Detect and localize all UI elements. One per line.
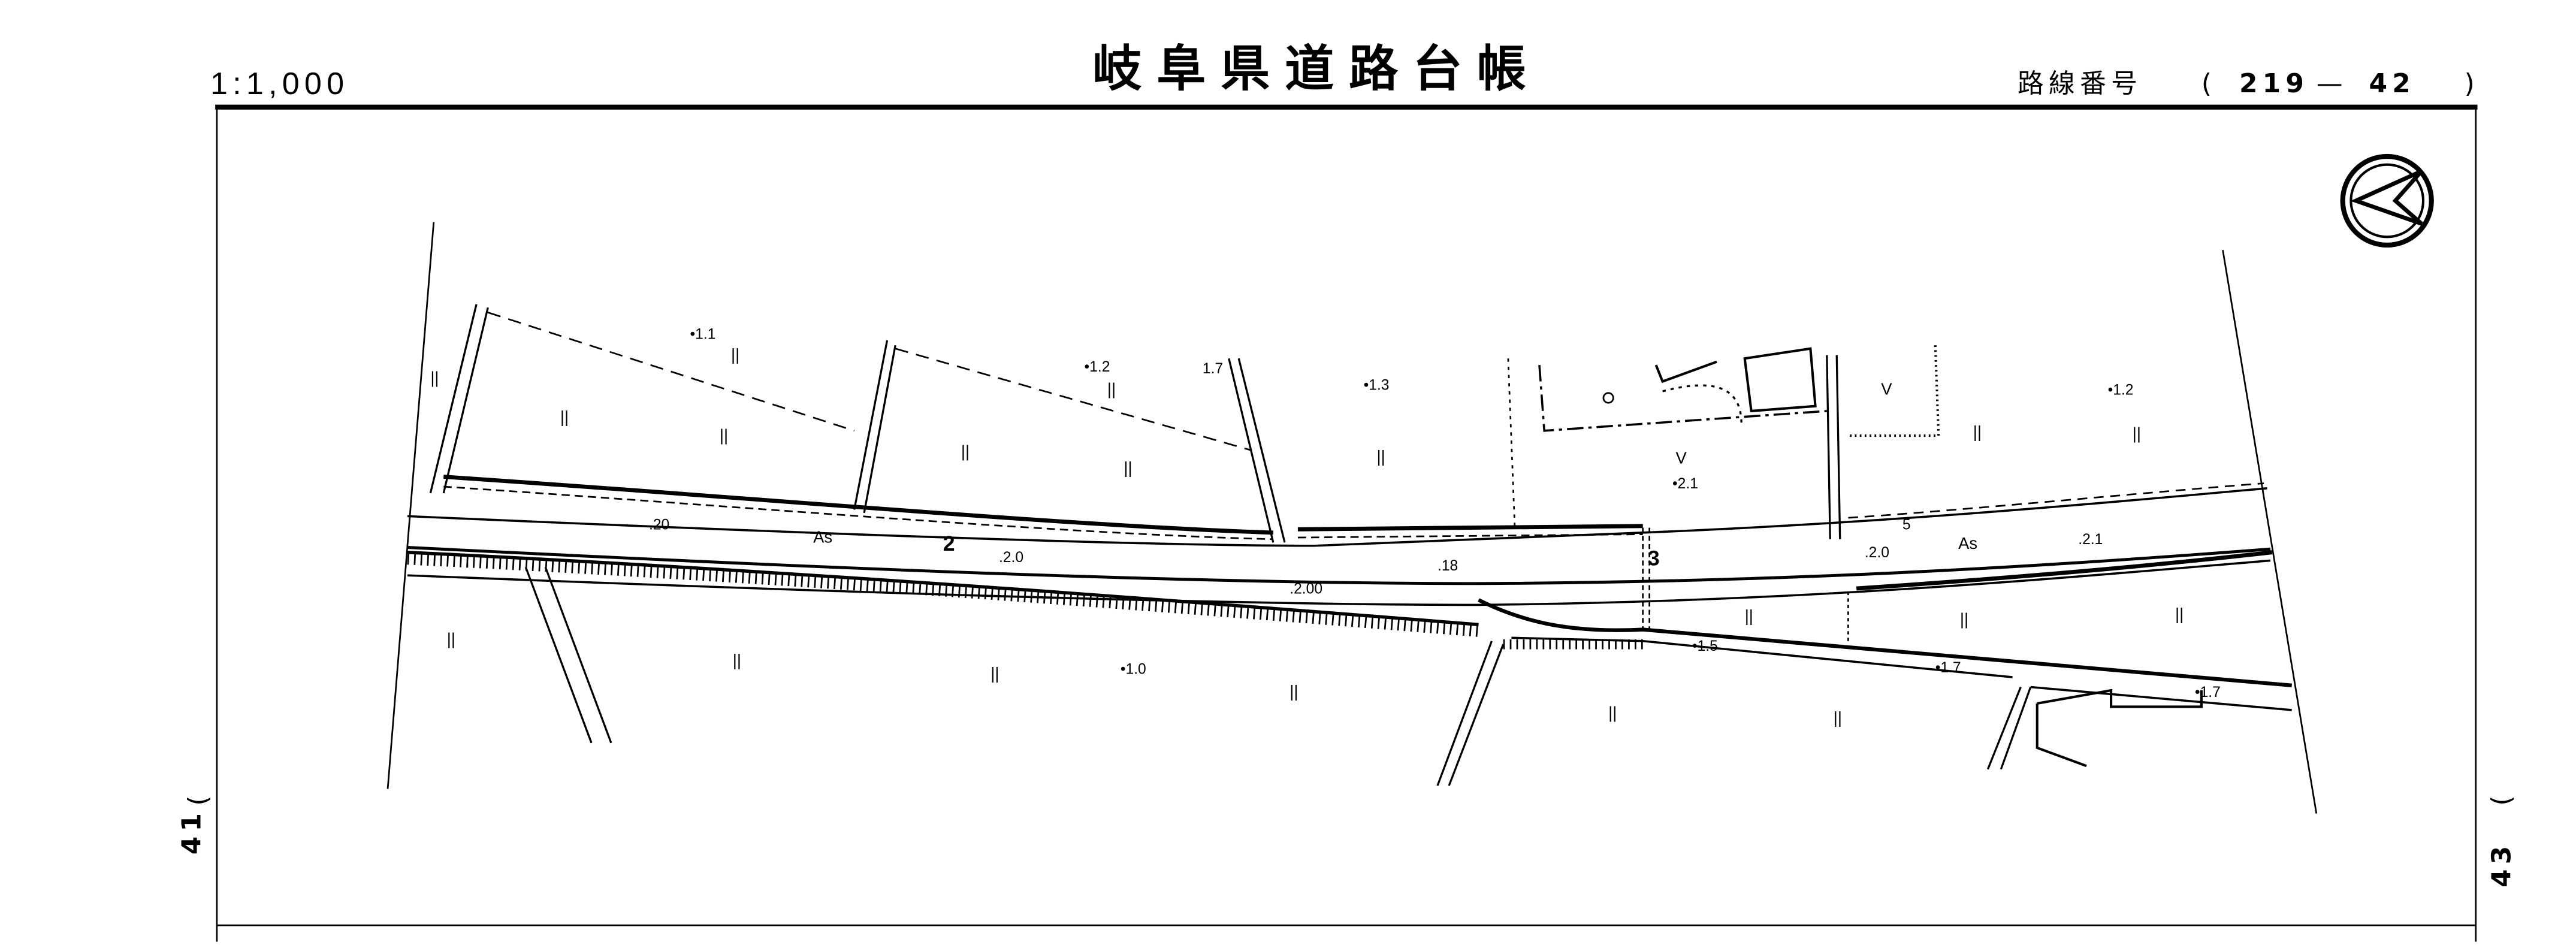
- field-symbol: ||: [1289, 682, 1298, 701]
- page-title: 岐阜県道路台帳: [1092, 41, 1541, 98]
- field-symbol: ||: [1377, 447, 1385, 466]
- boundary-lines: [386, 222, 2318, 814]
- elevation-labels: •1.1 •1.2 1.7 •1.3 •1.2 •2.1 .20 .2.0 .1…: [649, 326, 2221, 701]
- field-symbol: ||: [447, 629, 455, 648]
- field-symbol: ||: [1973, 422, 1982, 441]
- map-frame: [215, 104, 2478, 942]
- route-sheet-value: 42: [2369, 68, 2416, 99]
- elevation-label: 1.7: [1203, 361, 1223, 377]
- elevation-label: •1.2: [1085, 359, 1110, 375]
- field-symbol: ||: [1834, 708, 1842, 727]
- elevation-label: •1.0: [1121, 662, 1146, 678]
- field-symbol: ||: [1960, 609, 1968, 628]
- field-symbol: ||: [961, 442, 970, 461]
- field-symbol: ||: [1124, 458, 1132, 477]
- elevation-label: •1.2: [2108, 382, 2134, 398]
- field-symbols: || || || || || || || || || || || || || |…: [430, 345, 2184, 727]
- field-symbol: ||: [1745, 606, 1753, 625]
- field-symbol: ||: [430, 368, 439, 387]
- parcel-dashed-lines: [487, 312, 1252, 452]
- elevation-label: •1.3: [1364, 377, 1390, 393]
- elevation-label: 5: [1902, 517, 1911, 533]
- elevation-label: .2.00: [1289, 581, 1322, 597]
- orchard-symbol: V: [1676, 449, 1687, 467]
- field-symbol: ||: [1608, 704, 1617, 722]
- next-page-ref: 43: [2486, 841, 2517, 888]
- field-symbol: ||: [2133, 424, 2141, 443]
- route-open-paren: (: [2201, 68, 2216, 99]
- road-main: [407, 475, 2292, 768]
- next-page-paren: ): [2487, 795, 2518, 810]
- surface-label: As: [1958, 534, 1977, 552]
- field-symbol: ||: [990, 664, 999, 683]
- surface-label: As: [813, 527, 832, 546]
- field-symbol: ||: [2175, 605, 2184, 623]
- field-symbol: ||: [731, 345, 739, 364]
- elevation-label: •1.5: [1692, 638, 1718, 654]
- field-symbol: ||: [720, 425, 728, 444]
- compass-icon: [2340, 153, 2434, 248]
- prev-page-paren: ): [184, 795, 215, 810]
- field-symbol: ||: [1107, 380, 1116, 398]
- elevation-label: .2.0: [1865, 545, 1889, 561]
- route-dash: —: [2317, 68, 2348, 99]
- elevation-label: •1.7: [1935, 660, 1961, 676]
- route-number-value: 219: [2239, 68, 2309, 99]
- field-symbol: ||: [733, 651, 741, 669]
- building-lot: [1507, 345, 1940, 526]
- route-label: 路線番号: [2018, 68, 2142, 99]
- station-marker-3: 3: [1648, 547, 1660, 570]
- orchard-symbol: V: [1881, 380, 1892, 398]
- elevation-label: .2.1: [2078, 532, 2103, 548]
- elevation-label: .2.0: [999, 550, 1023, 566]
- route-close-paren: ): [2465, 68, 2480, 99]
- orchard-symbols: V V: [1676, 380, 1893, 467]
- scale-label: 1:1,000: [210, 67, 349, 101]
- elevation-label: .20: [649, 517, 669, 533]
- station-marker-2: 2: [943, 532, 955, 555]
- elevation-label: •2.1: [1672, 476, 1698, 492]
- prev-page-ref: 41: [176, 808, 207, 855]
- next-page-number: 43: [2486, 841, 2517, 888]
- elevation-label: .18: [1438, 558, 1458, 574]
- elevation-label: •1.1: [690, 326, 716, 342]
- prev-page-number: 41: [176, 808, 207, 855]
- field-symbol: ||: [560, 407, 569, 426]
- elevation-label: •1.7: [2195, 684, 2221, 701]
- route-number: 路線番号 ( 219 — 42 ): [2018, 68, 2480, 99]
